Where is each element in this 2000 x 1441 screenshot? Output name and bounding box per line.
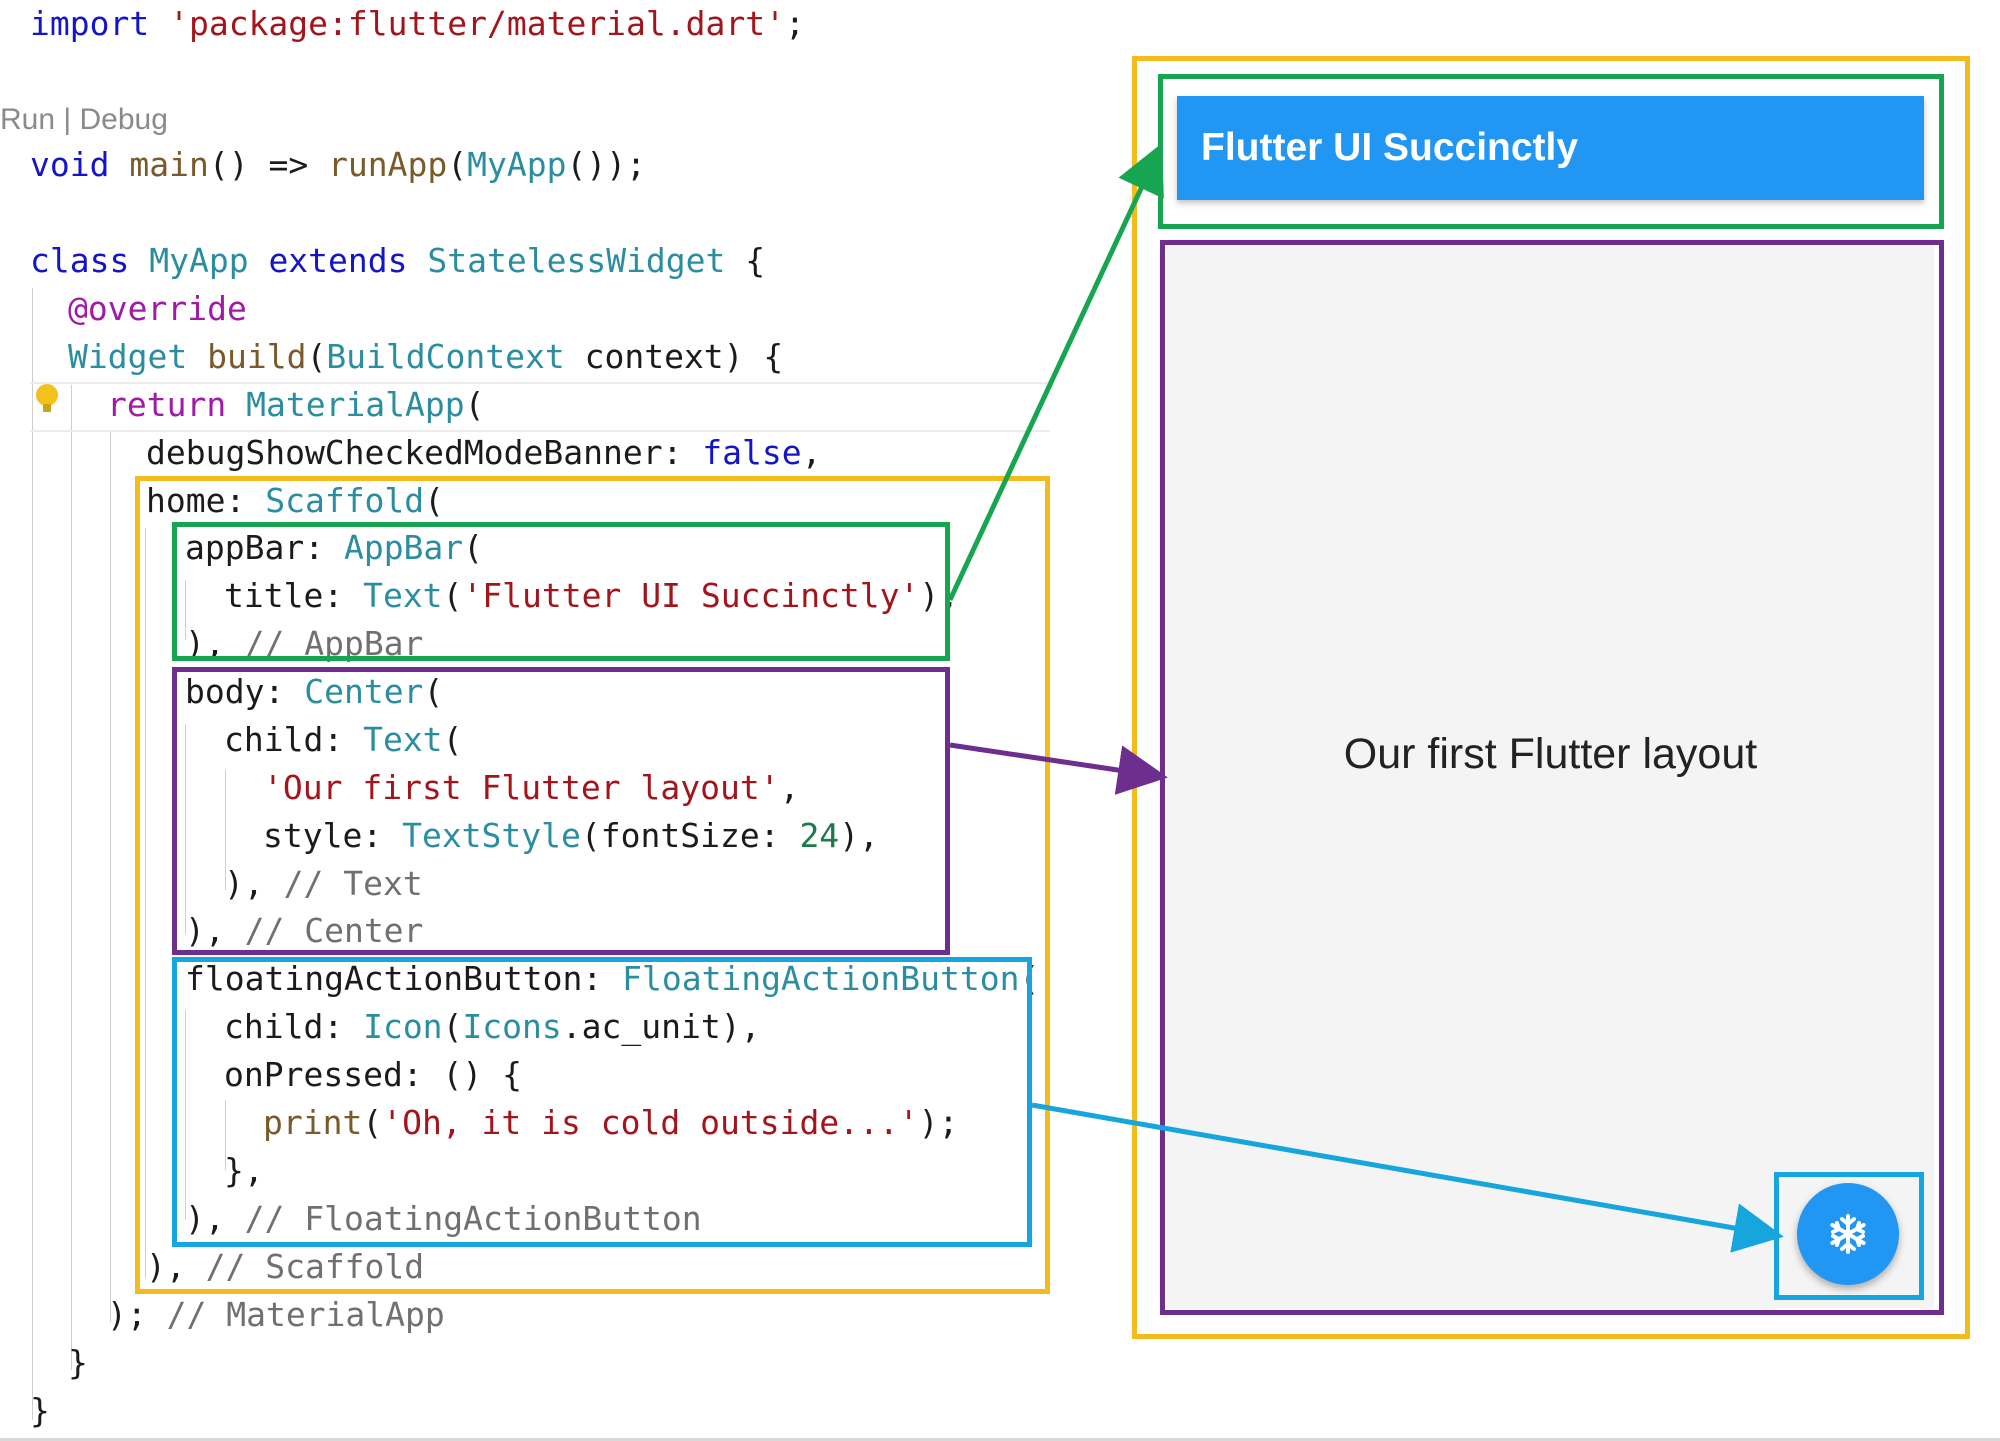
body-text: Our first Flutter layout [1343,730,1758,778]
code-editor [30,0,1070,1441]
code-line-text-close: ), // Text [224,864,423,903]
code-line-text-string: 'Our first Flutter layout', [263,768,800,807]
code-line-icon: child: Icon(Icons.ac_unit), [224,1007,761,1046]
body-code-box [172,667,950,955]
indent-guide [110,432,111,1322]
code-line-return: return MaterialApp( [107,385,485,424]
code-line-onpressed: onPressed: () { [224,1055,523,1094]
code-line-style: style: TextStyle(fontSize: 24), [263,816,879,855]
code-line-home: home: Scaffold( [146,481,445,520]
app-bar: Flutter UI Succinctly [1177,96,1924,200]
fab-code-box [172,957,1032,1247]
code-line-print: print('Oh, it is cold outside...'); [263,1103,959,1142]
indent-guide [71,385,72,1370]
code-line-child-text: child: Text( [224,720,463,759]
code-line-build-close: } [68,1343,88,1382]
app-bar-title: Flutter UI Succinctly [1201,126,1579,169]
code-line-onpressed-close: }, [224,1151,264,1190]
code-line-debug-banner: debugShowCheckedModeBanner: false, [146,433,822,472]
appbar-code-box [172,522,950,661]
lightbulb-icon[interactable] [36,384,58,412]
indent-guide [145,528,146,1278]
code-line-main: void main() => runApp(MyApp()); [30,145,646,184]
code-line-class: class MyApp extends StatelessWidget { [30,241,766,280]
run-debug-codelens[interactable]: Run | Debug [0,103,168,136]
code-line-title: title: Text('Flutter UI Succinctly'), [224,576,960,615]
phone-preview-body [1167,240,1934,1308]
scaffold-code-box [135,476,1050,1294]
floating-action-button[interactable] [1797,1183,1899,1285]
code-line-body: body: Center( [185,672,444,711]
indent-guide [225,1100,226,1170]
current-line-highlight [30,382,1050,432]
appbar-arrow [947,142,1164,602]
code-line-build: Widget build(BuildContext context) { [68,337,784,376]
indent-guide [225,770,226,890]
indent-guide [185,724,186,934]
snowflake-icon [1830,1214,1866,1254]
code-line-fab: floatingActionButton: FloatingActionButt… [185,959,1040,998]
code-line-fab-close: ), // FloatingActionButton [185,1199,702,1238]
indent-guide [32,288,33,1420]
bottom-divider [0,1438,2000,1441]
code-line-class-close: } [30,1391,50,1430]
fab-arrow [1031,1102,1784,1253]
code-line-appbar: appBar: AppBar( [185,528,484,567]
code-line-scaffold-close: ), // Scaffold [146,1247,425,1286]
indent-guide [185,1010,186,1220]
code-line-materialapp-close: ); // MaterialApp [107,1295,445,1334]
scaffold-preview-box [1132,56,1970,1339]
body-arrow [949,742,1168,795]
indent-guide [185,580,186,640]
code-line-import: import 'package:flutter/material.dart'; [30,4,805,43]
code-line-center-close: ), // Center [185,911,424,950]
code-line-override: @override [68,289,247,328]
